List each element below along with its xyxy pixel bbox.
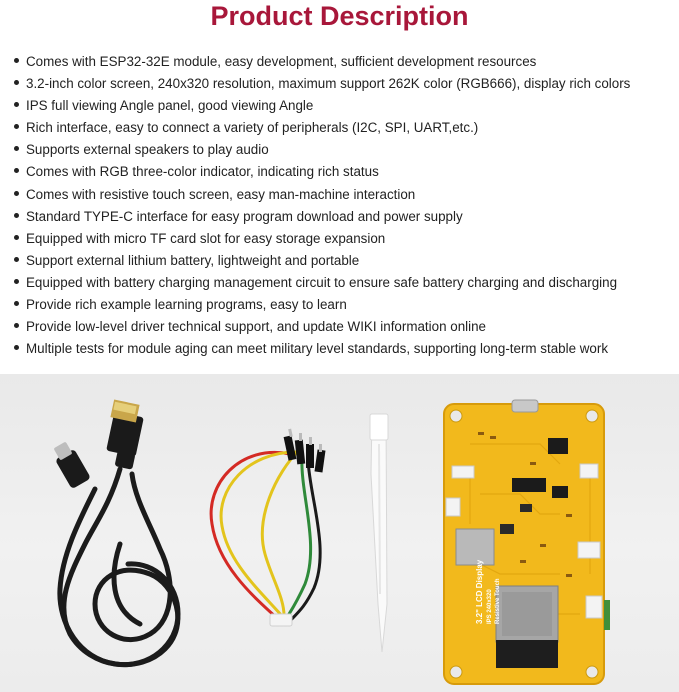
- list-item: Comes with resistive touch screen, easy …: [14, 184, 679, 206]
- bullet-icon: [14, 345, 19, 351]
- jst-wire-harness: [209, 447, 322, 622]
- list-item: Provide rich example learning programs, …: [14, 294, 679, 316]
- dupont-connectors: [283, 428, 326, 473]
- usb-c-connector: [54, 442, 90, 488]
- bullet-icon: [14, 168, 19, 174]
- list-item: Comes with RGB three-color indicator, in…: [14, 161, 679, 183]
- list-item: Supports external speakers to play audio: [14, 139, 679, 161]
- stylus-pen: [369, 413, 389, 653]
- bullet-icon: [14, 124, 19, 130]
- bullet-icon: [14, 146, 19, 152]
- board-label-2: IPS 240x320: [487, 589, 493, 624]
- bullet-icon: [14, 234, 19, 240]
- list-item: Equipped with micro TF card slot for eas…: [14, 228, 679, 250]
- bullet-icon: [14, 256, 19, 262]
- list-item: Standard TYPE-C interface for easy progr…: [14, 206, 679, 228]
- list-item: 3.2-inch color screen, 240x320 resolutio…: [14, 73, 679, 95]
- bullet-icon: [14, 102, 19, 108]
- jst-plug: [269, 613, 293, 627]
- product-illustration: 3.2" LCD Display IPS 240x320 Resistive T…: [54, 399, 610, 685]
- board-label-3: Resistive Touch: [495, 578, 501, 624]
- list-item: Rich interface, easy to connect a variet…: [14, 117, 679, 139]
- bullet-icon: [14, 80, 19, 86]
- usb-c-cable: [57, 466, 181, 668]
- feature-list: Comes with ESP32-32E module, easy develo…: [0, 51, 679, 360]
- bullet-icon: [14, 278, 19, 284]
- page-title: Product Description: [210, 1, 469, 31]
- board-label-1: 3.2" LCD Display: [475, 559, 484, 624]
- list-item: Support external lithium battery, lightw…: [14, 250, 679, 272]
- bullet-icon: [14, 300, 19, 306]
- bullet-icon: [14, 57, 19, 63]
- bullet-icon: [14, 190, 19, 196]
- bullet-icon: [14, 212, 19, 218]
- list-item: IPS full viewing Angle panel, good viewi…: [14, 95, 679, 117]
- list-item: Equipped with battery charging managemen…: [14, 272, 679, 294]
- product-photo: 3.2" LCD Display IPS 240x320 Resistive T…: [0, 374, 679, 692]
- list-item: Provide low-level driver technical suppo…: [14, 316, 679, 338]
- list-item: Comes with ESP32-32E module, easy develo…: [14, 51, 679, 73]
- bullet-icon: [14, 323, 19, 329]
- lcd-board: 3.2" LCD Display IPS 240x320 Resistive T…: [443, 399, 610, 685]
- usb-a-connector: [106, 399, 144, 470]
- list-item: Multiple tests for module aging can meet…: [14, 338, 679, 360]
